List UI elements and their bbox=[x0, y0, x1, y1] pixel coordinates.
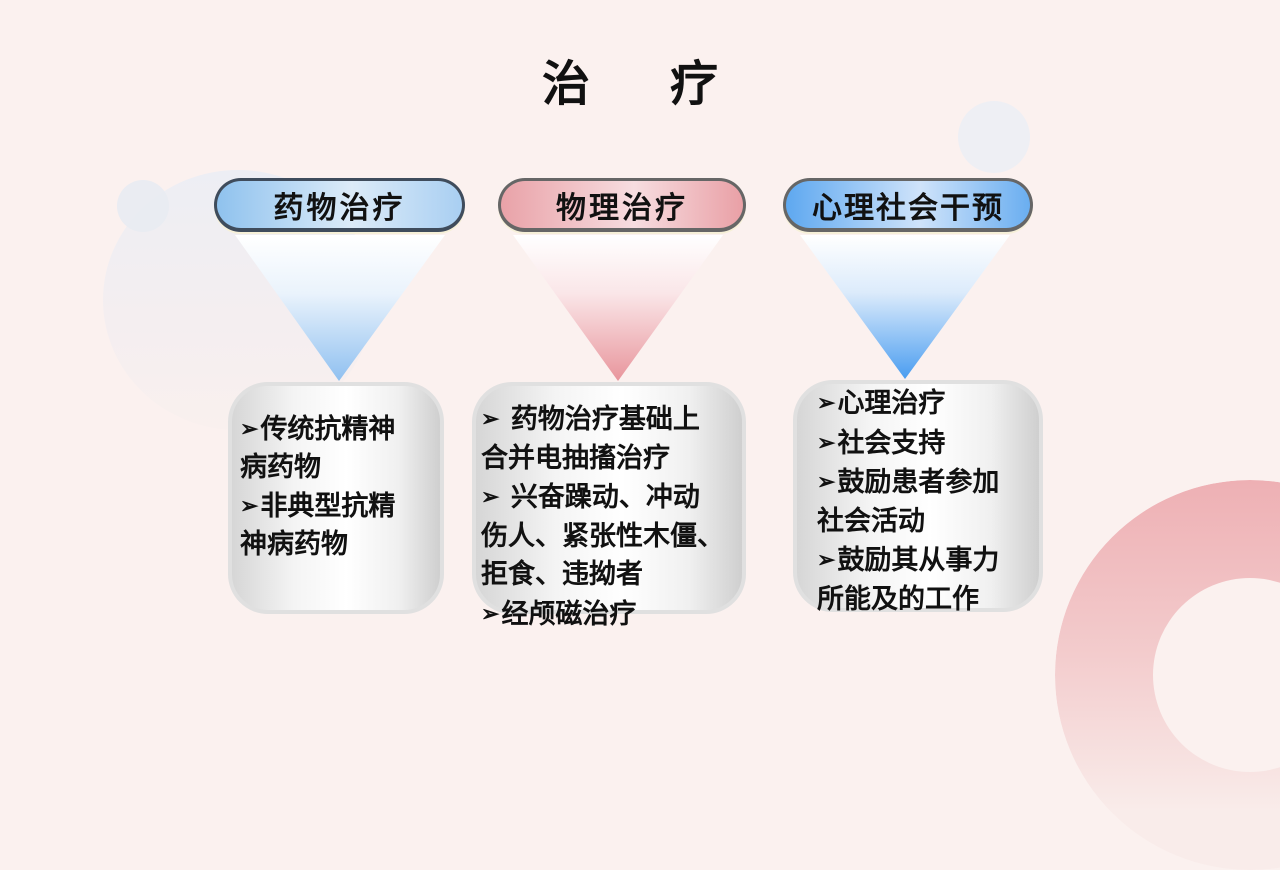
list-item-continuation: 合并电抽搐治疗 bbox=[481, 442, 670, 474]
header-label-medication: 药物治疗 bbox=[273, 190, 406, 226]
bullet-arrow-icon: ➢ bbox=[817, 429, 836, 456]
list-item: ➢ 兴奋躁动、冲动 bbox=[481, 478, 742, 518]
list-item-continuation: 所能及的工作 bbox=[817, 583, 979, 615]
header-pill-physical: 物理治疗 bbox=[498, 178, 746, 232]
list-item: ➢经颅磁治疗 bbox=[481, 595, 742, 635]
list-item: ➢ 药物治疗基础上 bbox=[481, 400, 742, 440]
bullet-arrow-icon: ➢ bbox=[240, 416, 259, 442]
bullet-arrow-icon: ➢ bbox=[817, 469, 836, 495]
background-circle-small-left bbox=[117, 180, 169, 232]
list-item: ➢社会支持 bbox=[817, 424, 1035, 464]
header-pill-medication: 药物治疗 bbox=[214, 178, 465, 232]
header-label-physical: 物理治疗 bbox=[556, 190, 688, 226]
list-item: ➢传统抗精神 bbox=[240, 410, 434, 449]
title-char-1: 治 bbox=[541, 56, 590, 112]
list-item-continuation: 社会活动 bbox=[817, 505, 925, 537]
list-item: ➢非典型抗精 bbox=[240, 487, 434, 526]
triangle-down-icon bbox=[235, 235, 445, 381]
card-text: ➢心理治疗 ➢社会支持 ➢鼓励患者参加 社会活动 ➢鼓励其从事力 所能及的工作 bbox=[817, 384, 1035, 619]
header-pill-psychosocial: 心理社会干预 bbox=[783, 178, 1033, 232]
bullet-arrow-icon: ➢ bbox=[481, 406, 500, 432]
bullet-arrow-icon: ➢ bbox=[817, 390, 836, 416]
list-item: ➢心理治疗 bbox=[817, 384, 1035, 424]
list-item: ➢鼓励患者参加 bbox=[817, 463, 1035, 503]
list-item: ➢鼓励其从事力 bbox=[817, 541, 1035, 581]
background-ring-pink bbox=[1055, 480, 1280, 870]
list-item-continuation: 神病药物 bbox=[240, 529, 348, 560]
bullet-arrow-icon: ➢ bbox=[481, 484, 500, 510]
triangle-down-icon bbox=[513, 235, 723, 381]
header-label-psychosocial: 心理社会干预 bbox=[812, 190, 1004, 226]
bullet-arrow-icon: ➢ bbox=[240, 493, 259, 519]
content-card-psychosocial: ➢心理治疗 ➢社会支持 ➢鼓励患者参加 社会活动 ➢鼓励其从事力 所能及的工作 bbox=[793, 380, 1043, 615]
list-item-continuation: 病药物 bbox=[240, 452, 321, 483]
list-item-continuation: 伤人、紧张性木僵、 bbox=[481, 520, 724, 552]
bullet-arrow-icon: ➢ bbox=[817, 547, 836, 573]
bullet-arrow-icon: ➢ bbox=[481, 600, 500, 627]
slide-title: 治疗 bbox=[0, 44, 1260, 114]
content-card-physical: ➢ 药物治疗基础上 合并电抽搐治疗 ➢ 兴奋躁动、冲动 伤人、紧张性木僵、 拒食… bbox=[472, 382, 746, 630]
triangle-down-icon bbox=[800, 235, 1010, 379]
content-card-medication: ➢传统抗精神 病药物 ➢非典型抗精 神病药物 bbox=[228, 382, 444, 614]
title-char-2: 疗 bbox=[670, 56, 719, 112]
list-item-continuation: 拒食、违拗者 bbox=[481, 559, 643, 590]
